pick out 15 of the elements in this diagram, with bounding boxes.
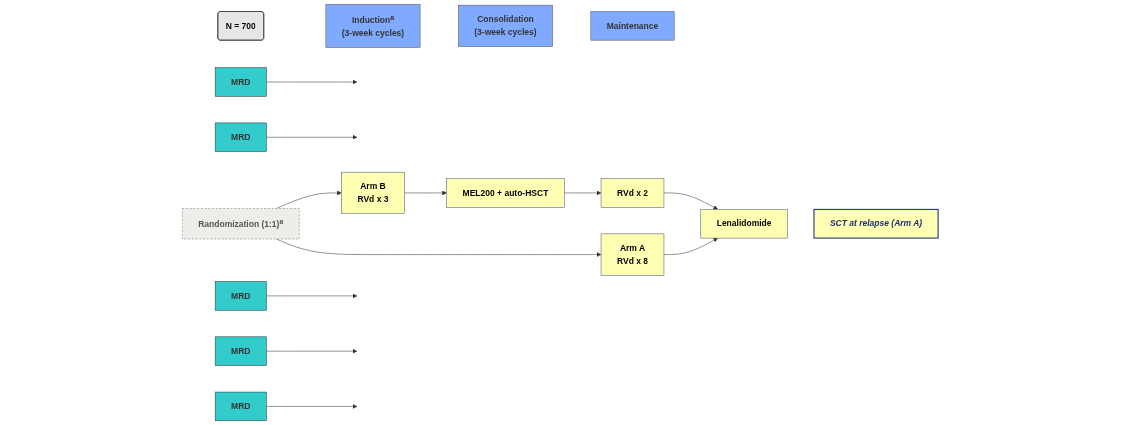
node-box: Arm B RVd x 3 bbox=[341, 171, 405, 214]
node-box: MRD bbox=[215, 336, 267, 366]
node-box: RVd x 2 bbox=[601, 178, 665, 208]
node-box: MRD bbox=[215, 281, 267, 311]
node-box: MRD bbox=[215, 122, 267, 152]
node-box: SCT at relapse (Arm A) bbox=[813, 208, 939, 239]
node-box: Maintenance bbox=[590, 11, 675, 41]
node-box: Induction$^{a}$ (3-week cycles) bbox=[325, 4, 421, 48]
node-box: Consolidation (3-week cycles) bbox=[458, 4, 554, 47]
node-box: MEL200 + auto-HSCT bbox=[446, 178, 565, 208]
node-box: Arm A RVd x 8 bbox=[601, 233, 665, 276]
node-box: MRD bbox=[215, 67, 267, 97]
node-box: MRD bbox=[215, 391, 267, 421]
node-box: Randomization (1:1)$^{a}$ bbox=[182, 208, 300, 240]
node-box: Lenalidomide bbox=[700, 209, 788, 239]
